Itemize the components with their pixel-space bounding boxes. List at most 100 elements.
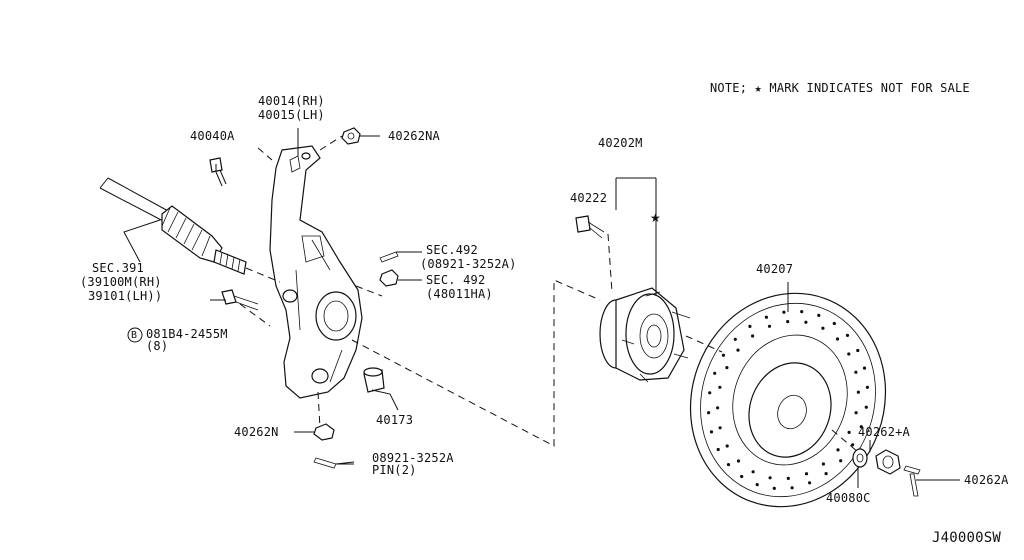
rotor-hole <box>817 313 821 317</box>
rotor-hole <box>748 324 752 328</box>
rotor-hole <box>718 426 722 430</box>
rotor-hole <box>790 486 794 490</box>
rotor-hole <box>835 337 840 341</box>
label-40262a: 40262A <box>964 473 1009 487</box>
rotor-hole <box>726 463 731 467</box>
label-40173: 40173 <box>376 413 414 427</box>
rotor-hole <box>740 474 744 479</box>
rotor-hole <box>847 352 851 356</box>
label-pin-2: PIN(2) <box>372 463 417 477</box>
tie-rod-pin[interactable] <box>379 251 422 263</box>
label-081b4-qty: (8) <box>146 339 169 353</box>
rotor-hole <box>768 476 772 480</box>
rotor-hole <box>764 315 769 319</box>
rotor-hole <box>862 366 867 370</box>
rotor-hole <box>707 411 711 415</box>
label-40080c: 40080C <box>826 491 871 505</box>
label-b-circle: B <box>131 330 138 341</box>
rotor-hole <box>851 443 855 447</box>
rotor-hole <box>864 405 868 409</box>
label-40207: 40207 <box>756 262 794 276</box>
rotor-drill-holes <box>707 310 870 490</box>
diagram-id: J40000SW <box>932 530 1002 546</box>
label-40014-rh: 40014(RH) <box>258 94 325 108</box>
cotter-40262a[interactable] <box>903 465 921 497</box>
not-for-sale-star: ★ <box>650 211 661 225</box>
rotor-hole <box>804 320 808 324</box>
nut-40262n[interactable] <box>313 423 335 441</box>
label-sec492-a: SEC.492 <box>426 243 478 257</box>
note-text: NOTE; ★ MARK INDICATES NOT FOR SALE <box>710 81 970 95</box>
label-40222: 40222 <box>570 191 608 205</box>
rotor-hole <box>716 406 720 410</box>
tie-rod-nut[interactable] <box>379 269 422 287</box>
label-40262plusa: 40262+A <box>858 425 910 439</box>
hub-bolt-40222[interactable] <box>575 215 605 239</box>
cotter-pin[interactable] <box>313 457 355 469</box>
rotor-hole <box>832 321 836 326</box>
label-39100m-rh: (39100M(RH) <box>80 275 162 289</box>
rotor-hole <box>713 371 717 375</box>
label-sec492-a-sub: (08921-3252A) <box>420 257 517 271</box>
rotor-hole <box>708 391 712 395</box>
label-40202m: 40202M <box>598 136 643 150</box>
bolt-081b4[interactable] <box>221 289 259 311</box>
rotor-hole <box>718 385 722 389</box>
label-39101-lh: 39101(LH)) <box>88 289 163 303</box>
rotor-hole <box>716 447 720 452</box>
rotor-hole <box>751 470 755 474</box>
bushing-40173[interactable] <box>363 367 385 393</box>
rotor-hole <box>824 472 828 476</box>
rotor-hole <box>854 411 858 415</box>
rotor-hole <box>856 390 861 394</box>
rotor-hole <box>782 310 786 314</box>
rotor-hole <box>865 385 870 389</box>
rotor-hole <box>808 481 812 485</box>
steering-knuckle[interactable] <box>269 145 363 399</box>
b-circle-icon <box>127 327 143 343</box>
label-40015-lh: 40015(LH) <box>258 108 325 122</box>
rotor-hole <box>836 448 840 452</box>
rotor-hole <box>845 333 850 337</box>
rotor-hole <box>786 476 790 480</box>
hub-assembly[interactable] <box>599 287 691 383</box>
rotor-hole <box>821 462 826 466</box>
assembly-dashed-lines <box>239 135 859 453</box>
rotor-hole <box>856 348 860 353</box>
label-sec492-b-sub: (48011HA) <box>426 287 493 301</box>
bolt-40040a[interactable] <box>209 157 227 187</box>
brake-rotor[interactable] <box>661 266 915 535</box>
washer-40080c[interactable] <box>852 448 868 468</box>
rotor-hole <box>839 459 843 463</box>
hub-nut-40262plusa[interactable] <box>875 449 901 475</box>
label-sec492-b: SEC. 492 <box>426 273 486 287</box>
rotor-hole <box>854 370 858 374</box>
rotor-hole <box>709 430 714 434</box>
drive-shaft[interactable] <box>99 177 247 275</box>
label-40040a: 40040A <box>190 129 235 143</box>
rotor-hole <box>859 425 863 429</box>
leader-lines <box>123 128 960 488</box>
rotor-hole <box>733 337 737 341</box>
nut-40262na[interactable] <box>341 127 361 145</box>
label-08921-3252a: 08921-3252A <box>372 451 454 465</box>
rotor-hole <box>767 324 772 328</box>
label-40262n: 40262N <box>234 425 279 439</box>
rotor-hole <box>725 444 729 448</box>
rotor-hole <box>736 459 741 463</box>
rotor-hole <box>725 366 729 370</box>
rotor-hole <box>847 430 851 434</box>
label-sec391: SEC.391 <box>92 261 144 275</box>
rotor-hole <box>821 326 825 330</box>
rotor-hole <box>751 334 755 338</box>
rotor-hole <box>755 483 759 487</box>
rotor-hole <box>786 320 790 324</box>
label-081b4-2455m: 081B4-2455M <box>146 327 228 341</box>
rotor-hole <box>772 486 776 490</box>
label-40262na: 40262NA <box>388 129 440 143</box>
rotor-hole <box>800 310 804 314</box>
rotor-hole <box>721 353 726 357</box>
rotor-hole <box>736 348 740 352</box>
rotor-hole <box>804 472 809 476</box>
